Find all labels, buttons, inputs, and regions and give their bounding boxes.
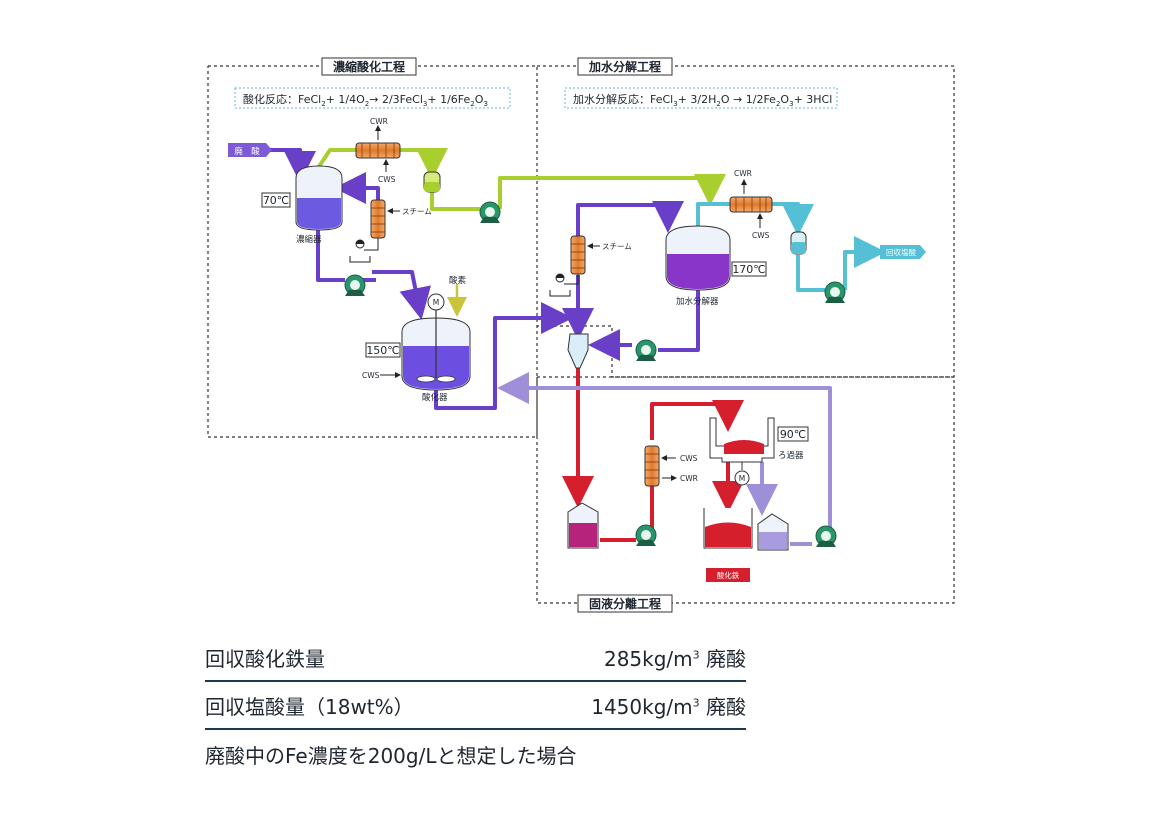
iron-oxide-recovery-value: 285kg/m3 廃酸 — [603, 646, 746, 671]
concentrator-label: 濃縮器 — [296, 234, 322, 245]
svg-text:90℃: 90℃ — [780, 428, 806, 441]
hcl-drum — [790, 231, 807, 255]
section-boundaries — [207, 65, 955, 604]
condenser-2-cws-label: CWS — [752, 231, 770, 240]
pump-5 — [635, 524, 657, 546]
oxidizer-cws-label: CWS — [362, 371, 380, 380]
pump-3 — [635, 339, 657, 361]
cyclone-separator — [567, 333, 589, 369]
hcl-recovery-value: 1450kg/m3 廃酸 — [591, 694, 746, 719]
concentrator-temp: 70℃ — [261, 192, 291, 208]
hydrolyzer-label: 加水分解器 — [676, 296, 719, 307]
reboiler-2 — [549, 235, 600, 297]
section-oxidation-title: 濃縮酸化工程 — [321, 57, 417, 76]
svg-text:廃 酸: 廃 酸 — [234, 146, 260, 157]
reboiler-2-steam-label: スチーム — [602, 242, 632, 251]
reboiler-1 — [349, 199, 400, 263]
svg-text:M: M — [433, 298, 439, 307]
section-hydrolysis-title: 加水分解工程 — [577, 57, 673, 76]
condenser-1 — [355, 125, 401, 172]
assumption-note: 廃酸中のFe濃度を200g/Lと想定した場合 — [205, 744, 577, 768]
oxidation-reaction: 酸化反応：FeCl2+ 1/4O2→ 2/3FeCl3+ 1/6Fe2O3 — [234, 87, 511, 109]
filter-temp: 90℃ — [777, 426, 809, 442]
pump-6 — [815, 525, 837, 547]
oxygen-label: 酸素 — [449, 275, 467, 286]
condenser-1-cws-label: CWS — [378, 175, 396, 184]
iron-oxide-recovery-row: 回収酸化鉄量 285kg/m3 廃酸 — [205, 634, 746, 682]
filter — [709, 417, 775, 470]
waste-acid-tag: 廃 酸 — [228, 143, 272, 157]
oxidizer-label: 酸化器 — [422, 392, 448, 403]
hcl-recovery-label: 回収塩酸量（18wt%） — [205, 694, 414, 719]
oxidizer-temp: 150℃ — [365, 342, 401, 358]
filter-motor-icon: M — [734, 470, 750, 486]
oxidizer-motor-icon: M — [427, 293, 445, 311]
recovered-hcl-tag: 回収塩酸 — [880, 245, 926, 259]
svg-text:170℃: 170℃ — [732, 263, 765, 276]
recovery-stats: 回収酸化鉄量 285kg/m3 廃酸 回収塩酸量（18wt%） 1450kg/m… — [205, 634, 746, 769]
hydrolyzer-temp: 170℃ — [731, 261, 767, 277]
cooler-cws-label: CWS — [680, 454, 698, 463]
svg-text:150℃: 150℃ — [366, 344, 399, 357]
svg-text:濃縮酸化工程: 濃縮酸化工程 — [333, 59, 405, 74]
svg-text:70℃: 70℃ — [263, 194, 289, 207]
hydrolyzer — [665, 225, 731, 291]
pump-2 — [479, 201, 501, 223]
svg-text:酸化鉄: 酸化鉄 — [717, 570, 740, 580]
filter-label: ろ過器 — [778, 450, 804, 461]
cooler — [644, 445, 677, 487]
slurry-tank — [567, 502, 599, 549]
pipes — [268, 148, 886, 546]
svg-text:加水分解反応：FeCl3+ 3/2H2O → 1/2Fe2O: 加水分解反応：FeCl3+ 3/2H2O → 1/2Fe2O3+ 3HCl — [573, 92, 832, 108]
svg-text:加水分解工程: 加水分解工程 — [588, 59, 661, 74]
reboiler-1-steam-label: スチーム — [402, 207, 432, 216]
iron-oxide-recovery-label: 回収酸化鉄量 — [205, 646, 325, 671]
condenser-2 — [729, 179, 773, 228]
pump-4 — [824, 281, 846, 303]
process-flow-diagram: 濃縮酸化工程 加水分解工程 固液分離工程 酸化反応：FeCl2+ 1/4O2→ … — [207, 57, 955, 613]
svg-text:M: M — [739, 474, 745, 483]
condenser-1-cwr-label: CWR — [370, 117, 388, 126]
hcl-recovery-row: 回収塩酸量（18wt%） 1450kg/m3 廃酸 — [205, 682, 746, 730]
cooler-cwr-label: CWR — [680, 474, 698, 483]
svg-text:固液分離工程: 固液分離工程 — [589, 596, 661, 611]
oxidizer — [401, 309, 471, 391]
svg-text:酸化反応：FeCl2+ 1/4O2→ 2/3FeCl3+ 1: 酸化反応：FeCl2+ 1/4O2→ 2/3FeCl3+ 1/6Fe2O3 — [243, 92, 488, 108]
svg-text:回収塩酸: 回収塩酸 — [886, 247, 916, 257]
iron-oxide-bin — [703, 508, 753, 549]
condenser-2-cwr-label: CWR — [734, 169, 752, 178]
filtrate-tank — [757, 513, 789, 551]
pump-1 — [344, 274, 366, 296]
iron-oxide-tag: 酸化鉄 — [706, 568, 750, 582]
section-solid-liquid-title: 固液分離工程 — [577, 594, 673, 613]
hydrolysis-reaction: 加水分解反応：FeCl3+ 3/2H2O → 1/2Fe2O3+ 3HCl — [564, 87, 838, 109]
concentrator — [295, 165, 343, 231]
distillate-drum — [423, 171, 441, 193]
